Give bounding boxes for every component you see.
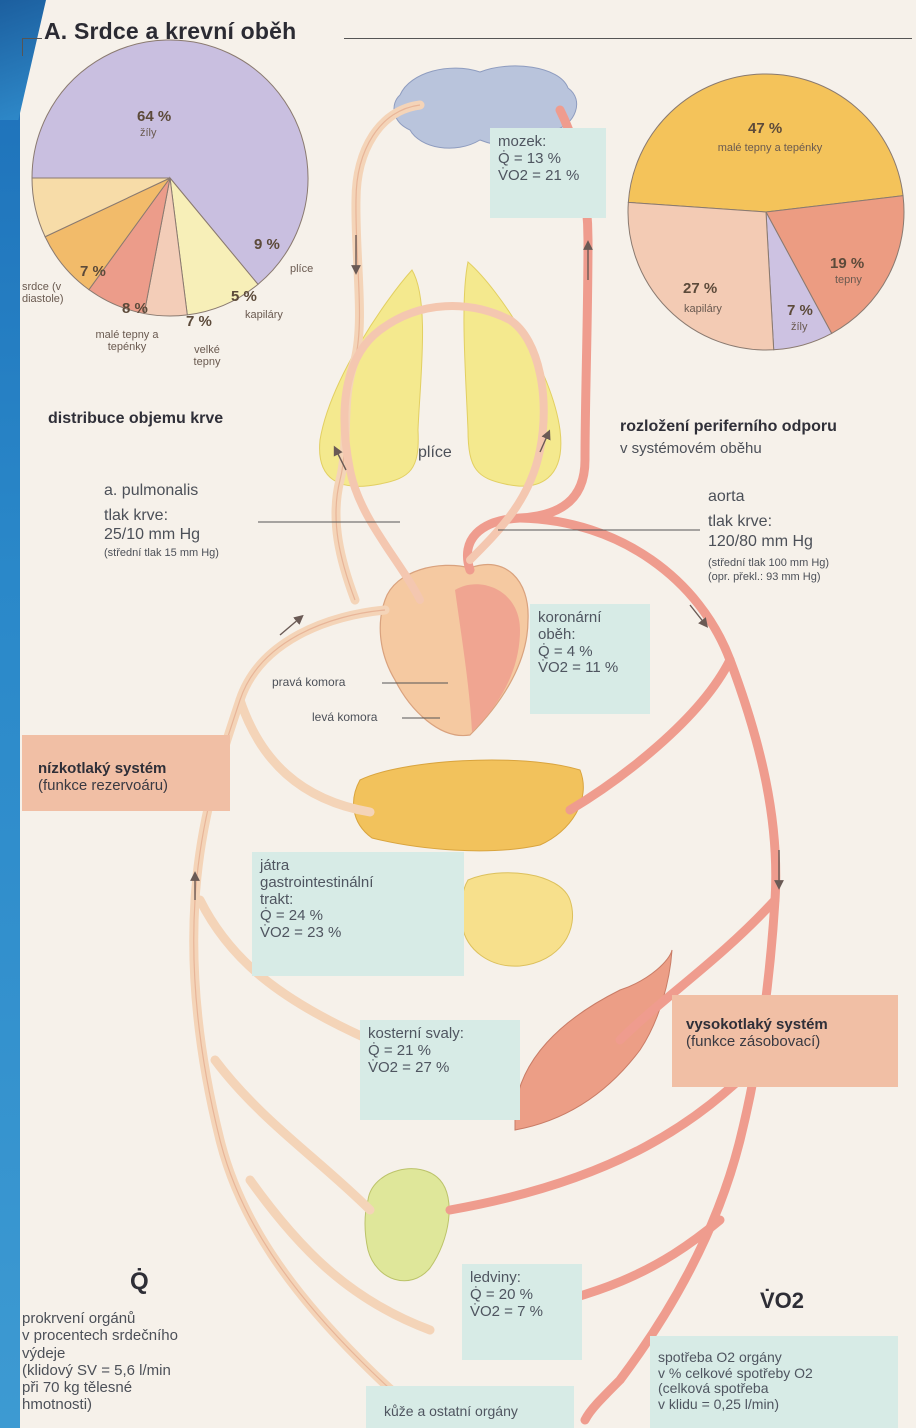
kidney-info-box: ledviny: Q̇ = 20 % V̇O2 = 7 %: [462, 1264, 582, 1360]
left-pie-label-zily: žíly: [140, 128, 157, 140]
liver-q: Q̇ = 24 %: [260, 908, 456, 925]
left-pie-pct-srdce: 7 %: [80, 263, 106, 280]
aorta-name: aorta: [708, 488, 744, 506]
pulmonalis-name: a. pulmonalis: [104, 482, 198, 500]
q-legend-line1: prokrvení orgánů: [22, 1310, 178, 1327]
right-pie-pct-tepny: 19 %: [830, 255, 864, 272]
left-pie-pct-male-tepny: 8 %: [122, 300, 148, 317]
left-ventricle-label: levá komora: [312, 711, 377, 725]
right-pie-pct-zily: 7 %: [787, 302, 813, 319]
kidney-label: ledviny:: [470, 1270, 574, 1287]
brain-vo2: V̇O2 = 21 %: [498, 168, 598, 185]
aorta-corrected-pressure: (opr. překl.: 93 mm Hg): [708, 571, 820, 584]
lungs-label: plíce: [418, 444, 452, 462]
left-pie-label-plice: plíce: [290, 264, 313, 276]
right-pie-label-tepny: tepny: [835, 275, 862, 287]
left-pie-caption: distribuce objemu krve: [48, 410, 223, 428]
low-pressure-title: nízkotlaký systém: [38, 761, 222, 778]
q-legend-line2: v procentech srdečního: [22, 1327, 178, 1344]
skin-info-box: kůže a ostatní orgány: [366, 1386, 574, 1428]
left-pie-pct-zily: 64 %: [137, 108, 171, 125]
vo2-legend-box: spotřeba O2 orgány v % celkové spotřeby …: [650, 1336, 898, 1428]
liver-line1: játra: [260, 858, 456, 875]
q-legend-line5: při 70 kg tělesné: [22, 1379, 178, 1396]
high-pressure-title: vysokotlaký systém: [686, 1017, 890, 1034]
kidney-shape: [365, 1169, 449, 1281]
muscle-q: Q̇ = 21 %: [368, 1043, 512, 1060]
brain-q: Q̇ = 13 %: [498, 151, 598, 168]
liver-line3: trakt:: [260, 892, 456, 909]
muscle-shape: [515, 950, 672, 1130]
liver-vo2: V̇O2 = 23 %: [260, 925, 456, 942]
aorta-pressure-value: 120/80 mm Hg: [708, 533, 813, 551]
left-pie: [32, 40, 308, 316]
pulmonalis-pressure-label: tlak krve:: [104, 507, 168, 525]
left-pie-pct-velke-tepny: 7 %: [186, 313, 212, 330]
right-pie-label-male-tepny: malé tepny a tepénky: [715, 143, 825, 155]
aorta-pressure-label: tlak krve:: [708, 513, 772, 531]
left-pie-label-male-tepny: malé tepny a tepénky: [82, 330, 172, 353]
kidney-q: Q̇ = 20 %: [470, 1287, 574, 1304]
right-pie-pct-male-tepny: 47 %: [748, 120, 782, 137]
coronary-line2: oběh:: [538, 627, 642, 644]
low-pressure-box: nízkotlaký systém (funkce rezervoáru): [22, 735, 230, 811]
brain-label: mozek:: [498, 134, 598, 151]
muscle-vo2: V̇O2 = 27 %: [368, 1060, 512, 1077]
left-pie-pct-kapilary: 5 %: [231, 288, 257, 305]
coronary-vo2: V̇O2 = 11 %: [538, 660, 642, 677]
right-pie-caption-sub: v systémovém oběhu: [620, 440, 762, 457]
low-pressure-subtitle: (funkce rezervoáru): [38, 778, 222, 795]
left-pie-label-velke-tepny: velké tepny: [183, 345, 231, 368]
liver-shape: [354, 760, 584, 851]
right-pie-label-kapilary: kapiláry: [684, 304, 722, 316]
pulmonalis-mean-pressure: (střední tlak 15 mm Hg): [104, 547, 219, 560]
vo2-legend-line4: v klidu = 0,25 l/min): [658, 1397, 890, 1413]
kidney-vo2: V̇O2 = 7 %: [470, 1304, 574, 1321]
liver-line2: gastrointestinální: [260, 875, 456, 892]
aorta-mean-pressure: (střední tlak 100 mm Hg): [708, 557, 829, 570]
vo2-legend-line1: spotřeba O2 orgány: [658, 1350, 890, 1366]
vo2-symbol: V̇O2: [760, 1288, 804, 1313]
right-pie: [628, 74, 904, 350]
left-pie-label-srdce: srdce (v diastole): [22, 282, 84, 305]
q-legend-line6: hmotnosti): [22, 1396, 178, 1413]
brain-info-box: mozek: Q̇ = 13 % V̇O2 = 21 %: [490, 128, 606, 218]
right-pie-slice-3: [628, 202, 774, 350]
q-symbol: Q̇: [130, 1268, 149, 1296]
right-ventricle-label: pravá komora: [272, 676, 345, 690]
vo2-legend-line3: (celková spotřeba: [658, 1381, 890, 1397]
coronary-q: Q̇ = 4 %: [538, 644, 642, 661]
right-lung-shape: [464, 262, 561, 486]
left-pie-pct-plice: 9 %: [254, 236, 280, 253]
high-pressure-box: vysokotlaký systém (funkce zásobovací): [672, 995, 898, 1087]
left-pie-label-kapilary: kapiláry: [245, 310, 283, 322]
high-pressure-subtitle: (funkce zásobovací): [686, 1034, 890, 1051]
vo2-legend-line2: v % celkové spotřeby O2: [658, 1366, 890, 1382]
muscle-info-box: kosterní svaly: Q̇ = 21 % V̇O2 = 27 %: [360, 1020, 520, 1120]
left-lung-shape: [320, 270, 423, 486]
q-legend-line4: (klidový SV = 5,6 l/min: [22, 1362, 178, 1379]
muscle-label: kosterní svaly:: [368, 1026, 512, 1043]
right-pie-caption: rozložení periferního odporu: [620, 418, 837, 436]
intestine-shape: [461, 873, 572, 966]
coronary-line1: koronární: [538, 610, 642, 627]
q-legend-text: prokrvení orgánů v procentech srdečního …: [22, 1310, 178, 1414]
pulmonalis-pressure-value: 25/10 mm Hg: [104, 526, 200, 544]
right-pie-pct-kapilary: 27 %: [683, 280, 717, 297]
right-pie-label-zily: žíly: [791, 322, 808, 334]
liver-info-box: játra gastrointestinální trakt: Q̇ = 24 …: [252, 852, 464, 976]
q-legend-line3: výdeje: [22, 1345, 178, 1362]
coronary-info-box: koronární oběh: Q̇ = 4 % V̇O2 = 11 %: [530, 604, 650, 714]
